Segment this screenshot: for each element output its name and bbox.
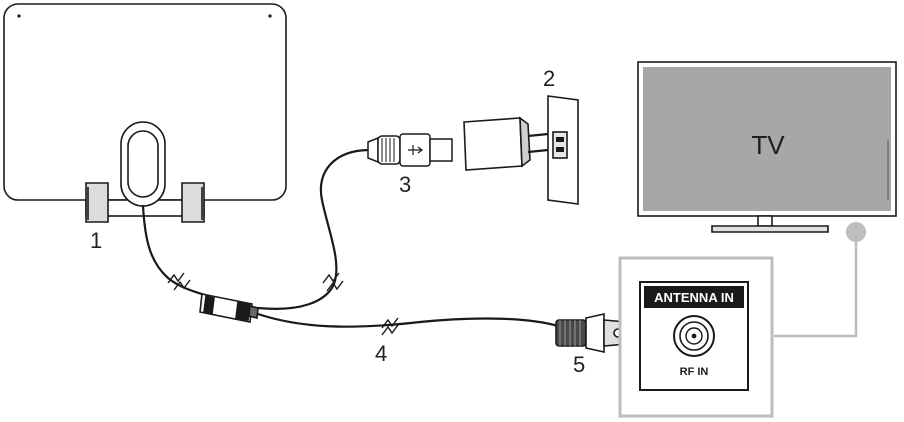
rf-in-label: RF IN bbox=[680, 366, 709, 378]
tv-label: TV bbox=[751, 130, 785, 160]
power-adapter bbox=[463, 116, 549, 171]
callout-1: 1 bbox=[90, 228, 102, 253]
antenna-stand bbox=[85, 121, 205, 223]
callout-5: 5 bbox=[573, 352, 585, 377]
tv bbox=[637, 61, 897, 233]
antenna-port-callout bbox=[618, 256, 774, 418]
callout-2: 2 bbox=[543, 66, 555, 91]
antenna-panel bbox=[3, 3, 287, 201]
callout-leader bbox=[774, 236, 858, 338]
antenna-in-label: ANTENNA IN bbox=[654, 290, 734, 305]
usb-plug bbox=[367, 133, 453, 167]
callout-dot bbox=[846, 222, 866, 242]
inline-amplifier bbox=[199, 293, 259, 323]
callout-4: 4 bbox=[375, 341, 387, 366]
callout-3: 3 bbox=[399, 172, 411, 197]
cables bbox=[141, 148, 560, 328]
wall-outlet bbox=[547, 95, 579, 205]
tv-screen bbox=[643, 67, 891, 211]
antenna-in-header bbox=[644, 286, 744, 308]
cable-break-marks bbox=[167, 272, 399, 336]
